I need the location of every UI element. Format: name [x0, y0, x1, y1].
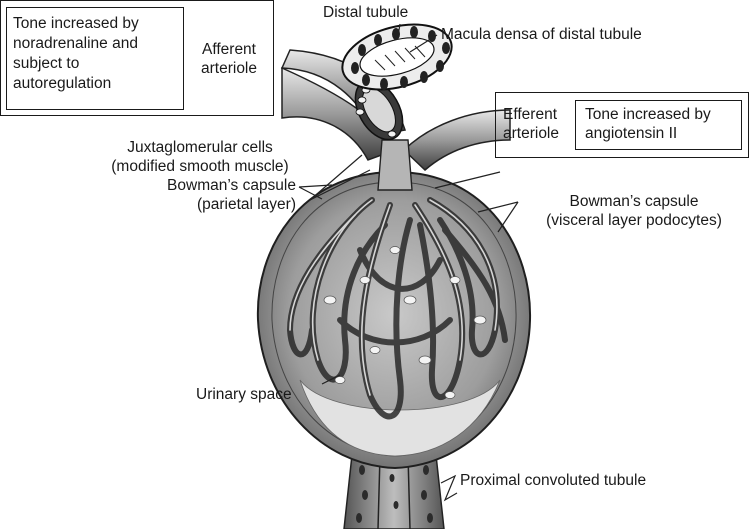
distal-tubule-label: Distal tubule [323, 3, 408, 22]
proximal-tubule-label: Proximal convoluted tubule [460, 471, 646, 490]
tone-angiotensin-label: Tone increased by angiotensin II [585, 105, 711, 143]
bowmans-visceral-label: Bowman’s capsule (visceral layer podocyt… [520, 192, 748, 230]
bowmans-parietal-label: Bowman’s capsule (parietal layer) [96, 176, 296, 214]
urinary-space-label: Urinary space [196, 385, 292, 404]
efferent-arteriole-label: Efferent arteriole [503, 105, 559, 143]
vascular-pole [378, 140, 412, 190]
macula-densa-label: Macula densa of distal tubule [441, 25, 642, 44]
juxtaglomerular-cells-label: Juxtaglomerular cells (modified smooth m… [80, 138, 320, 176]
afferent-arteriole-label: Afferent arteriole [188, 40, 270, 78]
